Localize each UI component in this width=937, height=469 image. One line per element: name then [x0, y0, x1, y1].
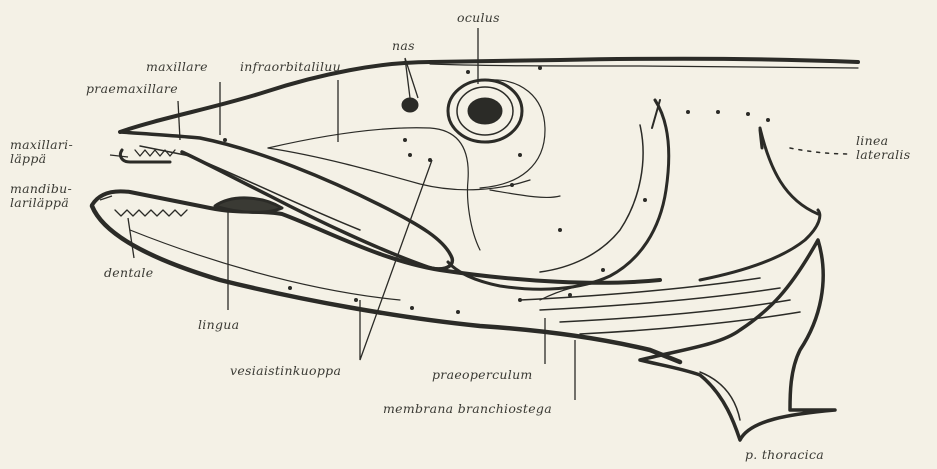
- label-linea-lateralis: linea lateralis: [856, 134, 910, 162]
- label-infraorbitaliluu: infraorbitaliluu: [240, 60, 341, 74]
- eye: [448, 80, 522, 142]
- label-dentale: dentale: [104, 266, 153, 280]
- label-membrana-branchiostega: membrana branchiostega: [383, 402, 552, 416]
- lateral-line: [790, 148, 850, 154]
- label-maxillarilappa: maxillari- läppä: [10, 138, 73, 166]
- label-p-thoracica: p. thoracica: [745, 448, 824, 462]
- label-maxillare: maxillare: [146, 60, 208, 74]
- label-nas: nas: [392, 39, 415, 53]
- label-oculus: oculus: [457, 11, 500, 25]
- lower-jaw: [92, 191, 660, 282]
- nostril: [403, 99, 417, 111]
- label-vesiaistinkuoppa: vesiaistinkuoppa: [230, 364, 341, 378]
- label-lingua: lingua: [198, 318, 239, 332]
- label-praeoperculum: praeoperculum: [432, 368, 533, 382]
- label-praemaxillare: praemaxillare: [86, 82, 178, 96]
- tongue: [215, 198, 282, 212]
- operculum-edge: [448, 100, 669, 289]
- label-mandibularilappa: mandibu- lariläppä: [10, 182, 72, 210]
